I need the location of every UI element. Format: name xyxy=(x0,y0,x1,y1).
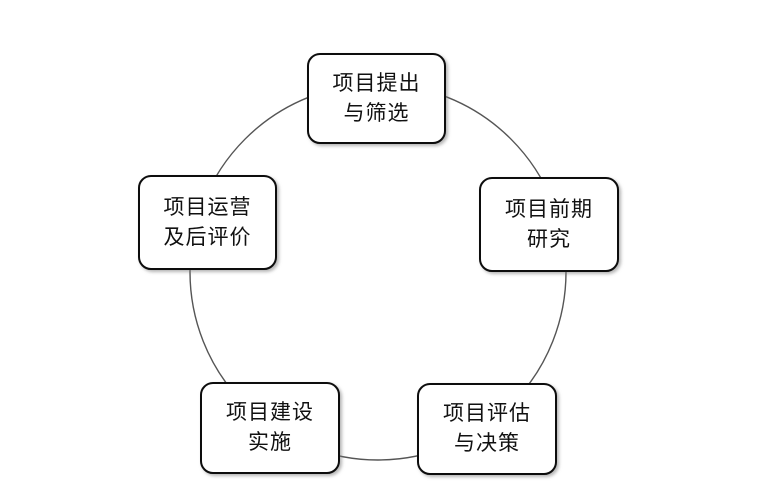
cycle-node-evaluation-decision[interactable]: 项目评估 与决策 xyxy=(417,383,557,475)
cycle-node-label-line-1: 项目建设 xyxy=(226,400,314,425)
cycle-node-label-line-1: 项目运营 xyxy=(163,194,252,219)
cycle-node-label-line-2: 研究 xyxy=(527,226,571,251)
cycle-node-label-line-1: 项目提出 xyxy=(332,70,421,95)
cycle-node-label-line-2: 及后评价 xyxy=(163,224,252,249)
cycle-node-label-line-1: 项目评估 xyxy=(443,401,531,426)
cycle-node-preliminary-research[interactable]: 项目前期 研究 xyxy=(479,177,619,272)
cycle-node-project-proposal[interactable]: 项目提出 与筛选 xyxy=(307,53,446,144)
cycle-node-operation-postevaluation[interactable]: 项目运营 及后评价 xyxy=(138,175,277,270)
cycle-node-construction-implementation[interactable]: 项目建设 实施 xyxy=(200,382,340,474)
cycle-node-label-line-2: 实施 xyxy=(248,430,292,454)
cycle-node-label-line-2: 与筛选 xyxy=(343,100,410,125)
cycle-node-label-line-2: 与决策 xyxy=(454,431,520,455)
cycle-node-label-line-1: 项目前期 xyxy=(505,196,593,221)
